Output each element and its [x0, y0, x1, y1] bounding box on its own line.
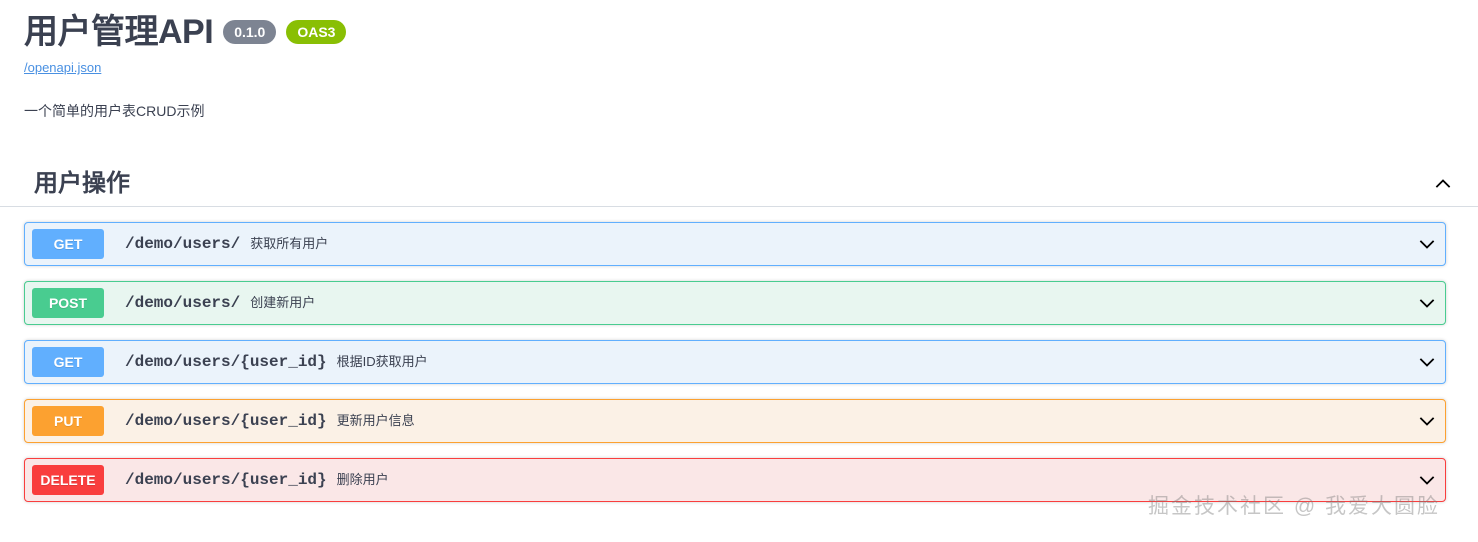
operation-summary: 创建新用户	[250, 295, 316, 310]
version-badge: 0.1.0	[223, 20, 277, 44]
oas-badge: OAS3	[286, 20, 347, 44]
operation-path: /demo/users/{user_id}	[125, 353, 327, 371]
operation-path: /demo/users/	[125, 294, 241, 312]
operation-row[interactable]: DELETE /demo/users/{user_id} 删除用户	[24, 458, 1446, 502]
operation-row[interactable]: PUT /demo/users/{user_id} 更新用户信息	[24, 399, 1446, 443]
api-title-row: 用户管理API 0.1.0 OAS3	[24, 0, 1454, 54]
chevron-down-icon[interactable]	[1415, 409, 1439, 433]
chevron-down-icon[interactable]	[1415, 350, 1439, 374]
operation-path: /demo/users/{user_id}	[125, 471, 327, 489]
operation-row[interactable]: POST /demo/users/ 创建新用户	[24, 281, 1446, 325]
http-method-badge: GET	[32, 347, 104, 377]
api-info-block: 用户管理API 0.1.0 OAS3 /openapi.json 一个简单的用户…	[0, 0, 1478, 121]
tag-section-user-operations: 用户操作 GET /demo/users/ 获取所有用户 POST	[0, 161, 1478, 502]
operation-row[interactable]: GET /demo/users/ 获取所有用户	[24, 222, 1446, 266]
http-method-badge: POST	[32, 288, 104, 318]
http-method-badge: GET	[32, 229, 104, 259]
operation-path: /demo/users/{user_id}	[125, 412, 327, 430]
tag-name: 用户操作	[34, 169, 130, 197]
operation-summary: 根据ID获取用户	[336, 354, 428, 369]
operation-list: GET /demo/users/ 获取所有用户 POST /demo/users…	[0, 207, 1478, 502]
operation-summary: 删除用户	[336, 472, 389, 487]
http-method-badge: PUT	[32, 406, 104, 436]
operation-summary: 获取所有用户	[250, 236, 329, 251]
operation-path: /demo/users/	[125, 235, 241, 253]
chevron-down-icon[interactable]	[1415, 232, 1439, 256]
page-title: 用户管理API	[24, 13, 214, 51]
operation-row[interactable]: GET /demo/users/{user_id} 根据ID获取用户	[24, 340, 1446, 384]
chevron-down-icon[interactable]	[1415, 468, 1439, 492]
http-method-badge: DELETE	[32, 465, 104, 495]
chevron-down-icon[interactable]	[1415, 291, 1439, 315]
openapi-spec-link[interactable]: /openapi.json	[24, 60, 102, 75]
chevron-up-icon[interactable]	[1432, 173, 1454, 195]
tag-header[interactable]: 用户操作	[0, 161, 1478, 207]
operation-summary: 更新用户信息	[336, 413, 415, 428]
api-description: 一个简单的用户表CRUD示例	[24, 103, 205, 119]
